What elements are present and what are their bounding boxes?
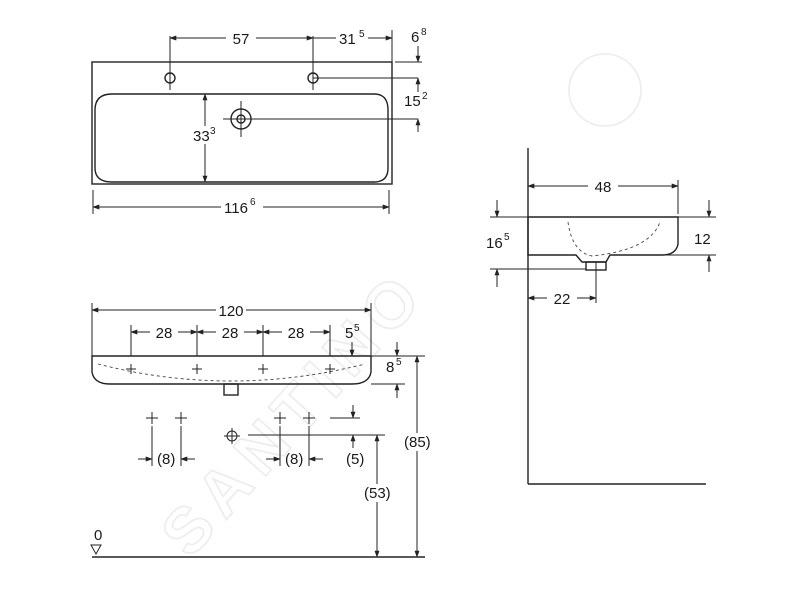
dim-tap-height: (5) <box>346 451 364 468</box>
dim-spacing-1: 28 <box>156 325 173 342</box>
dim-side-height-total-sup: 5 <box>504 232 510 243</box>
tap-markers-icon <box>126 364 335 374</box>
tap-hole-right-icon <box>307 36 418 90</box>
side-view: 48 16 5 12 22 <box>486 148 716 485</box>
top-view: 57 31 5 6 8 15 2 33 3 116 6 <box>91 27 428 217</box>
wall-fixings-icon <box>146 412 315 444</box>
dim-bowl-depth: 33 <box>193 128 210 145</box>
dim-side-height-bowl: 12 <box>694 231 711 248</box>
dim-tap-offset-left: (8) <box>157 451 175 468</box>
dim-rim-height-sup: 5 <box>396 357 402 368</box>
dim-tap-to-drain: 15 <box>404 93 421 110</box>
side-view-bowl-hidden <box>567 221 661 257</box>
dim-bowl-depth-sup: 3 <box>210 126 216 137</box>
dim-hole-to-edge: 31 <box>339 31 356 48</box>
dim-spacing-2: 28 <box>222 325 239 342</box>
tap-hole-left-icon <box>164 36 176 90</box>
dim-drain-height: (53) <box>364 485 391 502</box>
watermark-logo-icon <box>568 53 642 127</box>
dim-end-offset: 5 <box>345 325 353 342</box>
dim-tap-to-drain-sup: 2 <box>422 91 428 102</box>
drain-icon <box>223 101 418 137</box>
dim-total-width: 120 <box>218 303 243 320</box>
dim-end-offset-sup: 5 <box>354 323 360 334</box>
front-view: 120 28 28 28 5 5 8 5 <box>90 301 434 558</box>
dim-tap-offset-right: (8) <box>285 451 303 468</box>
front-view-bowl-hidden <box>97 363 366 382</box>
dim-side-height-total: 16 <box>486 235 503 252</box>
dim-back-edge: 6 <box>411 29 419 46</box>
top-view-outline <box>91 61 393 185</box>
watermark-text: SANTINO <box>147 255 440 569</box>
dim-rim-height: 8 <box>386 359 394 376</box>
dim-side-depth: 48 <box>595 179 612 196</box>
floor-level-icon <box>90 544 102 556</box>
dim-bowl-width-sup: 6 <box>250 197 256 208</box>
top-view-bowl <box>94 93 389 183</box>
dim-side-drain-offset: 22 <box>554 291 571 308</box>
dim-hole-spacing: 57 <box>233 31 250 48</box>
floor-level-label: 0 <box>94 527 102 544</box>
side-view-basin <box>527 216 679 263</box>
front-view-basin <box>91 355 372 385</box>
dim-hole-to-edge-sup: 5 <box>359 29 365 40</box>
dim-total-height: (85) <box>404 434 431 451</box>
dim-bowl-width: 116 <box>224 200 248 217</box>
front-view-waste <box>223 383 239 396</box>
dim-back-edge-sup: 8 <box>421 27 427 38</box>
dim-spacing-3: 28 <box>288 325 305 342</box>
